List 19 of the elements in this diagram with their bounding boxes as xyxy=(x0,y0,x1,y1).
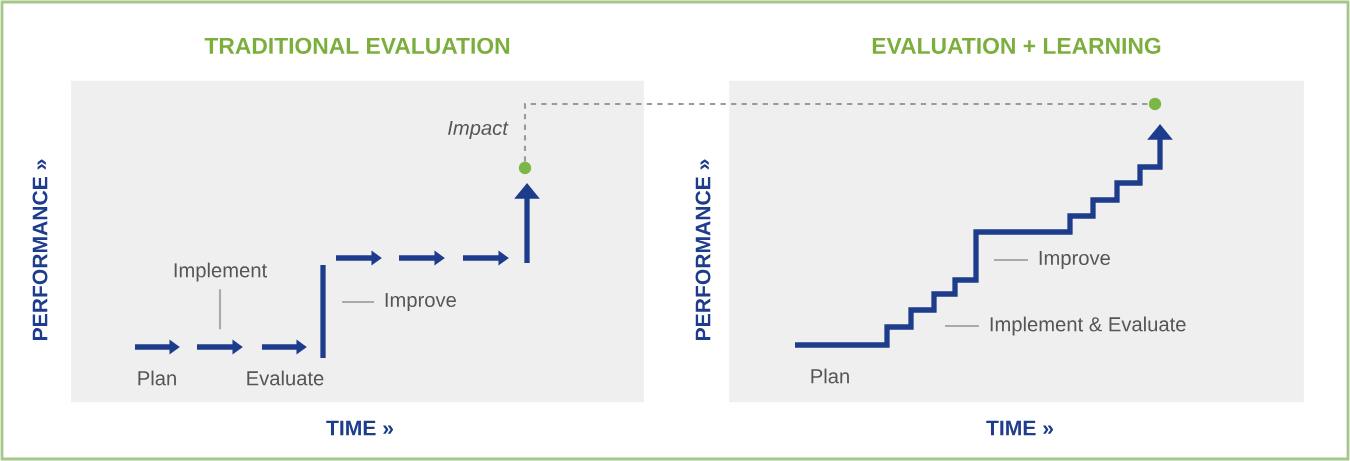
step-label: Improve xyxy=(385,292,456,312)
axis-label: TIME » xyxy=(326,420,393,436)
step-label: Implement xyxy=(174,262,267,282)
step-label: Plan xyxy=(138,370,176,386)
leader-line xyxy=(945,324,979,328)
step-label: Implement & Evaluate xyxy=(990,316,1186,336)
impact-label: Impact xyxy=(448,120,509,140)
step-label: Improve xyxy=(1039,250,1110,270)
panel-heading: TRADITIONAL EVALUATION xyxy=(204,37,510,54)
leader-line xyxy=(218,289,222,330)
dotted-line xyxy=(523,102,1149,162)
axis-label: PERFORMANCE » xyxy=(32,159,48,340)
step-label: Evaluate xyxy=(247,370,324,386)
axis-label: PERFORMANCE » xyxy=(695,159,711,340)
step-label: Plan xyxy=(811,368,849,384)
panel-heading: EVALUATION + LEARNING xyxy=(872,37,1161,54)
leader-line xyxy=(994,258,1028,262)
axis-label: TIME » xyxy=(986,420,1053,436)
leader-line xyxy=(342,300,374,304)
